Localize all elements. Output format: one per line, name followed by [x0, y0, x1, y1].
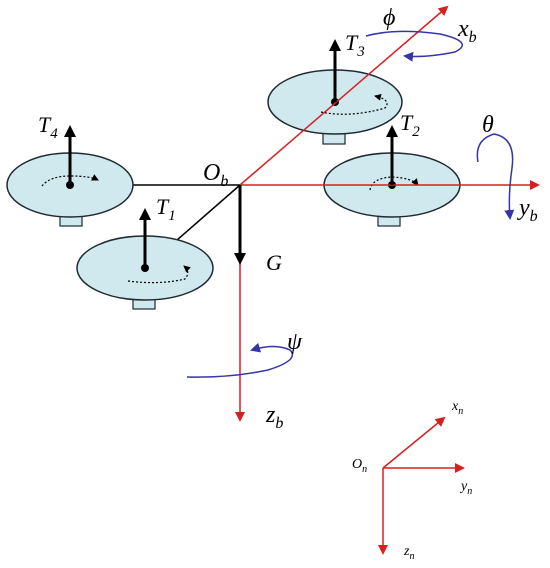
labels: Ob xb yb zb ϕ θ ψ G T1 T2 T3 T4 On — [38, 5, 538, 562]
xn-axis-label: xn — [451, 399, 463, 417]
pitch-rotation-arrow-icon — [476, 133, 515, 220]
zb-axis-label: zb — [265, 402, 283, 432]
yb-axis-label: yb — [517, 195, 538, 225]
yaw-rotation-arrow-icon — [186, 342, 294, 378]
origin-body-label: Ob — [203, 160, 228, 190]
force-arrows — [64, 39, 398, 268]
xn-axis-arrow — [382, 416, 446, 469]
thrust-3-label: T3 — [345, 30, 365, 60]
yn-axis-label: yn — [459, 479, 472, 497]
thrust-1-label: T1 — [156, 194, 176, 224]
nav-frame-axes — [378, 416, 465, 555]
yaw-angle-label: ψ — [287, 329, 303, 355]
rotation-arrows — [186, 30, 515, 378]
xb-axis-arrow — [239, 5, 449, 186]
thrust-4-label: T4 — [38, 112, 58, 142]
origin-nav-label: On — [352, 457, 367, 475]
gravity-label: G — [266, 250, 282, 275]
xb-axis-label: xb — [457, 16, 477, 46]
thrust-2-label: T2 — [400, 110, 420, 140]
pitch-angle-label: θ — [482, 112, 494, 138]
roll-rotation-arrow-icon — [365, 30, 464, 62]
zn-axis-label: zn — [403, 544, 414, 562]
roll-angle-label: ϕ — [383, 5, 395, 31]
